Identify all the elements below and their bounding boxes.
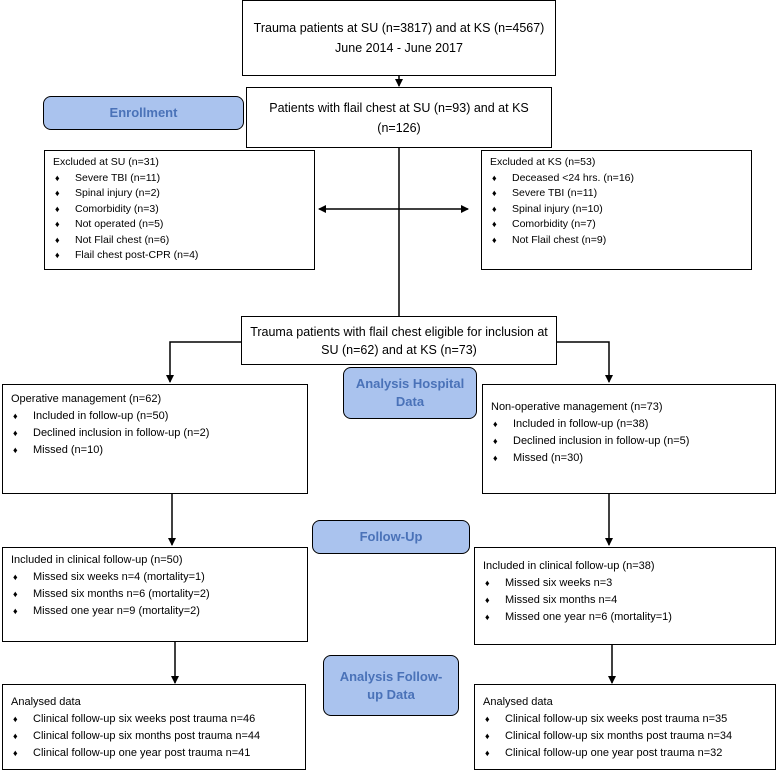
list-item: Clinical follow-up six weeks post trauma…: [11, 711, 297, 728]
excluded-ks-title: Excluded at KS (n=53): [490, 156, 596, 168]
non-operative-title: Non-operative management (n=73): [491, 401, 663, 413]
trauma-patients-box: Trauma patients at SU (n=3817) and at KS…: [242, 0, 556, 76]
analysis-hospital-label: Analysis Hospital Data: [343, 367, 477, 419]
list-item: Comorbidity (n=7): [490, 217, 743, 233]
analysed-left-title: Analysed data: [11, 696, 81, 708]
list-item: Clinical follow-up six months post traum…: [11, 728, 297, 745]
arrow-to-non-operative: [557, 341, 613, 383]
follow-up-label: Follow-Up: [312, 520, 470, 554]
list-item: Included in follow-up (n=50): [11, 408, 299, 425]
operative-box: Operative management (n=62) Included in …: [2, 384, 308, 494]
list-item: Missed (n=30): [491, 450, 767, 467]
list-item: Declined inclusion in follow-up (n=2): [11, 425, 299, 442]
list-item: Severe TBI (n=11): [490, 186, 743, 202]
list-item: Spinal injury (n=10): [490, 202, 743, 218]
excluded-ks-box: Excluded at KS (n=53) Deceased <24 hrs. …: [481, 150, 752, 270]
analysed-right-title: Analysed data: [483, 696, 553, 708]
list-item: Missed one year n=6 (mortality=1): [483, 609, 767, 626]
analysed-right-box: Analysed data Clinical follow-up six wee…: [474, 684, 776, 770]
flail-chest-box: Patients with flail chest at SU (n=93) a…: [246, 87, 552, 148]
list-item: Spinal injury (n=2): [53, 186, 306, 202]
analysed-left-box: Analysed data Clinical follow-up six wee…: [2, 684, 306, 770]
analysis-followup-label: Analysis Follow-up Data: [323, 655, 459, 716]
list-item: Missed six months n=6 (mortality=2): [11, 586, 299, 603]
flail-chest-text: Patients with flail chest at SU (n=93) a…: [269, 100, 529, 135]
list-item: Missed six months n=4: [483, 592, 767, 609]
excluded-su-box: Excluded at SU (n=31) Severe TBI (n=11) …: [44, 150, 315, 270]
list-item: Not Flail chest (n=9): [490, 233, 743, 249]
followup-left-box: Included in clinical follow-up (n=50) Mi…: [2, 547, 308, 642]
eligible-text: Trauma patients with flail chest eligibl…: [250, 324, 548, 357]
list-item: Not operated (n=5): [53, 217, 306, 233]
list-item: Flail chest post-CPR (n=4): [53, 248, 306, 264]
list-item: Missed six weeks n=4 (mortality=1): [11, 569, 299, 586]
list-item: Clinical follow-up six weeks post trauma…: [483, 711, 767, 728]
followup-right-title: Included in clinical follow-up (n=38): [483, 560, 655, 572]
followup-right-box: Included in clinical follow-up (n=38) Mi…: [474, 547, 776, 645]
followup-left-title: Included in clinical follow-up (n=50): [11, 554, 183, 566]
list-item: Missed one year n=9 (mortality=2): [11, 603, 299, 620]
operative-title: Operative management (n=62): [11, 393, 162, 405]
non-operative-box: Non-operative management (n=73) Included…: [482, 384, 776, 494]
list-item: Comorbidity (n=3): [53, 202, 306, 218]
list-item: Deceased <24 hrs. (n=16): [490, 171, 743, 187]
list-item: Clinical follow-up one year post trauma …: [11, 745, 297, 762]
list-item: Clinical follow-up six months post traum…: [483, 728, 767, 745]
list-item: Clinical follow-up one year post trauma …: [483, 745, 767, 762]
list-item: Not Flail chest (n=6): [53, 233, 306, 249]
list-item: Included in follow-up (n=38): [491, 416, 767, 433]
arrow-to-operative: [166, 341, 241, 383]
eligible-box: Trauma patients with flail chest eligibl…: [241, 316, 557, 365]
trauma-patients-text: Trauma patients at SU (n=3817) and at KS…: [253, 21, 545, 55]
list-item: Severe TBI (n=11): [53, 171, 306, 187]
list-item: Missed six weeks n=3: [483, 575, 767, 592]
enrollment-label: Enrollment: [43, 96, 244, 130]
excluded-su-title: Excluded at SU (n=31): [53, 156, 159, 168]
list-item: Missed (n=10): [11, 442, 299, 459]
list-item: Declined inclusion in follow-up (n=5): [491, 433, 767, 450]
